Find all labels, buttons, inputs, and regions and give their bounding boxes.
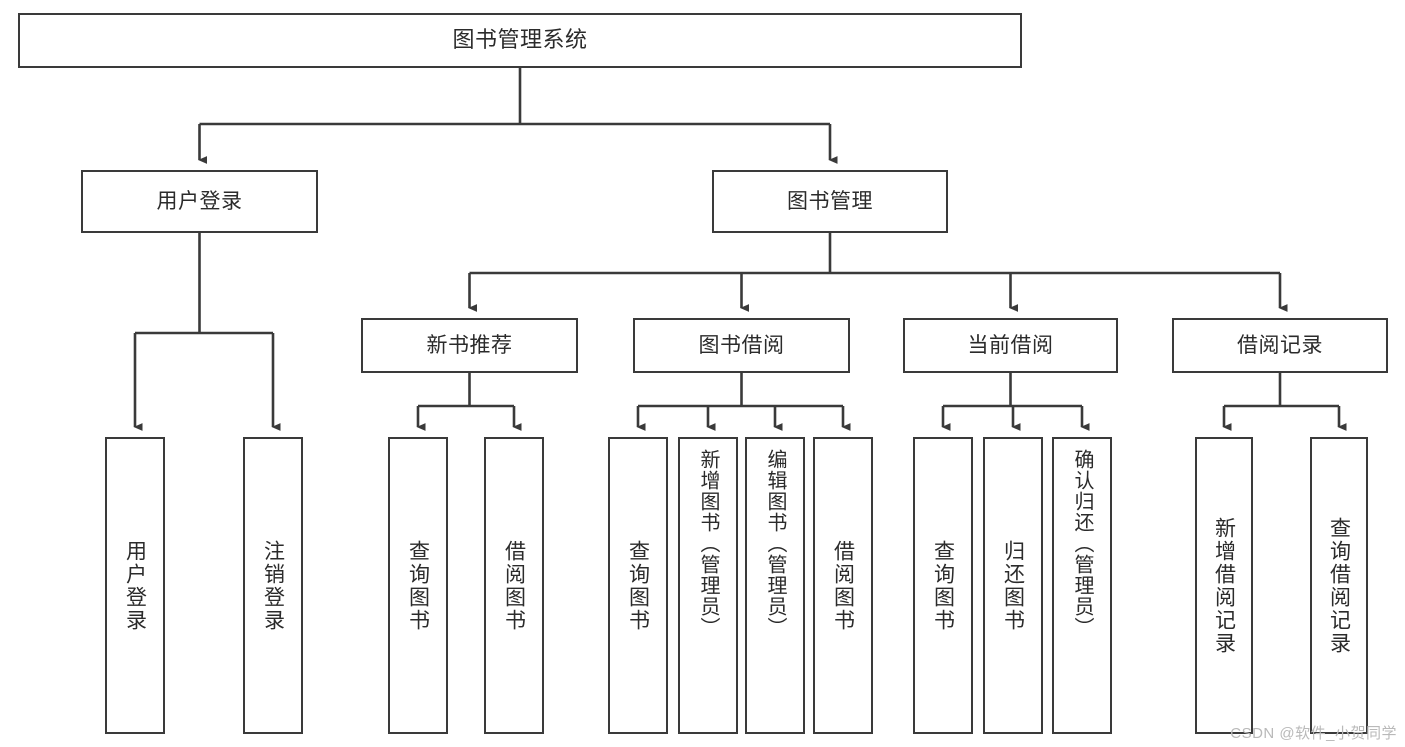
node-label-leaf-query-record: 查询借阅记录 [1327, 516, 1351, 655]
node-label-leaf-confirm-return: 确认归还（管理员） [1071, 449, 1093, 638]
node-label-leaf-query-book-current: 查询图书 [931, 539, 955, 632]
edge-group-book-management [468, 233, 1288, 312]
edge-group-book-borrow [636, 373, 851, 431]
node-leaf-user-login[interactable]: 用户登录 [105, 437, 165, 734]
node-label-leaf-query-book-borrow: 查询图书 [626, 539, 650, 632]
node-leaf-add-record[interactable]: 新增借阅记录 [1195, 437, 1253, 734]
node-leaf-query-book-borrow[interactable]: 查询图书 [608, 437, 668, 734]
node-label-leaf-return-book: 归还图书 [1001, 539, 1025, 632]
node-leaf-query-book-current[interactable]: 查询图书 [913, 437, 973, 734]
node-label-leaf-edit-book: 编辑图书（管理员） [764, 449, 786, 638]
node-label-book-management: 图书管理 [787, 189, 873, 213]
node-leaf-return-book[interactable]: 归还图书 [983, 437, 1043, 734]
node-label-leaf-add-record: 新增借阅记录 [1212, 516, 1236, 655]
node-label-leaf-borrow-book: 借阅图书 [831, 539, 855, 632]
node-label-leaf-add-book: 新增图书（管理员） [697, 449, 719, 638]
node-label-book-borrow: 图书借阅 [698, 333, 785, 357]
node-leaf-logout[interactable]: 注销登录 [243, 437, 303, 734]
node-root[interactable]: 图书管理系统 [18, 13, 1022, 68]
edge-group-borrow-record [1222, 373, 1347, 431]
node-leaf-confirm-return[interactable]: 确认归还（管理员） [1052, 437, 1112, 734]
node-user-login[interactable]: 用户登录 [81, 170, 318, 233]
node-label-leaf-borrow-book-rec: 借阅图书 [502, 539, 526, 632]
node-label-current-borrow: 当前借阅 [967, 333, 1054, 357]
edge-group-current-borrow [941, 373, 1090, 431]
node-borrow-record[interactable]: 借阅记录 [1172, 318, 1388, 373]
node-leaf-edit-book[interactable]: 编辑图书（管理员） [745, 437, 805, 734]
node-label-borrow-record: 借阅记录 [1237, 333, 1323, 357]
node-label-new-book-recommend: 新书推荐 [426, 333, 513, 357]
node-new-book-recommend[interactable]: 新书推荐 [361, 318, 578, 373]
node-book-borrow[interactable]: 图书借阅 [633, 318, 850, 373]
node-leaf-query-book-rec[interactable]: 查询图书 [388, 437, 448, 734]
node-label-root: 图书管理系统 [452, 27, 588, 53]
node-label-leaf-query-book-rec: 查询图书 [406, 539, 430, 632]
node-book-management[interactable]: 图书管理 [712, 170, 948, 233]
node-label-user-login: 用户登录 [156, 189, 243, 213]
edge-group-user-login [133, 233, 281, 431]
edge-group-root [198, 68, 838, 164]
node-current-borrow[interactable]: 当前借阅 [903, 318, 1118, 373]
node-leaf-borrow-book[interactable]: 借阅图书 [813, 437, 873, 734]
node-leaf-add-book[interactable]: 新增图书（管理员） [678, 437, 738, 734]
node-leaf-query-record[interactable]: 查询借阅记录 [1310, 437, 1368, 734]
node-leaf-borrow-book-rec[interactable]: 借阅图书 [484, 437, 544, 734]
node-label-leaf-user-login: 用户登录 [123, 539, 147, 632]
edge-group-new-book-recommend [416, 373, 522, 431]
node-label-leaf-logout: 注销登录 [261, 539, 285, 632]
